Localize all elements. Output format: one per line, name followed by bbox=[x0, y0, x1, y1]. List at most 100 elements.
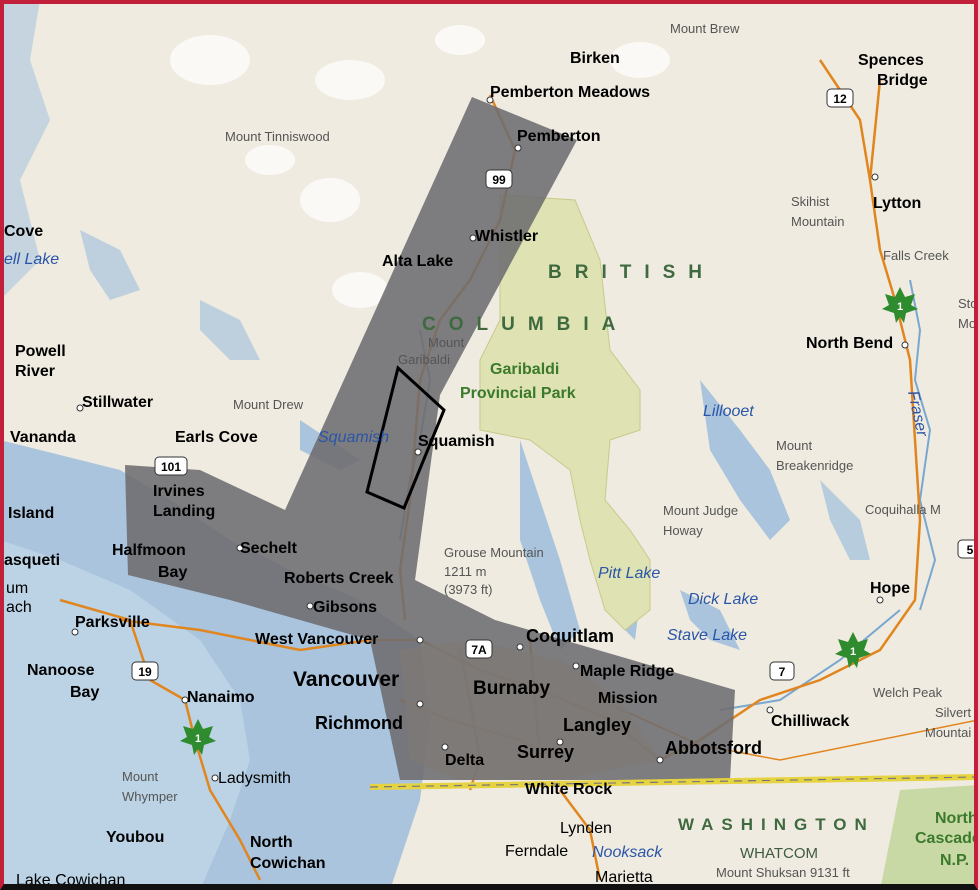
city-label: Ladysmith bbox=[218, 770, 291, 787]
feature-labels: Mount Brew Mount Tinniswood Skihist Moun… bbox=[122, 21, 978, 880]
city-label: Cove bbox=[4, 223, 43, 240]
city-label: River bbox=[15, 363, 55, 380]
north-cascades-park-area bbox=[880, 785, 978, 890]
city-labels: Birken Pemberton Meadows Pemberton Spenc… bbox=[4, 50, 928, 889]
city-label: Burnaby bbox=[473, 678, 551, 699]
city-label: Powell bbox=[15, 343, 66, 360]
feature-label: Sto bbox=[958, 296, 978, 311]
city-label: Pemberton Meadows bbox=[490, 84, 650, 101]
feature-label: Whymper bbox=[122, 789, 178, 804]
feature-label: Mount bbox=[122, 769, 159, 784]
feature-label: 1211 m bbox=[444, 564, 486, 579]
park-label-provincial-park: Provincial Park bbox=[460, 385, 576, 402]
feature-label: Welch Peak bbox=[873, 685, 943, 700]
city-label: Surrey bbox=[517, 742, 574, 762]
svg-text:1: 1 bbox=[897, 301, 903, 313]
highway-shields: 99 12 101 7A 7 19 5 bbox=[131, 88, 978, 681]
city-label: Island bbox=[8, 505, 54, 522]
city-label: Delta bbox=[445, 752, 484, 769]
svg-text:5: 5 bbox=[967, 543, 974, 557]
city-label: Nanoose bbox=[27, 662, 95, 679]
city-label: Earls Cove bbox=[175, 429, 258, 446]
city-label: White Rock bbox=[525, 781, 612, 798]
city-label: Hope bbox=[870, 580, 910, 597]
city-label: Gibsons bbox=[313, 599, 377, 616]
city-label: Squamish bbox=[418, 433, 494, 450]
city-label: Cowichan bbox=[250, 855, 326, 872]
city-label: West Vancouver bbox=[255, 631, 378, 648]
highway-19-shield: 19 bbox=[131, 661, 159, 681]
city-label: Pemberton bbox=[517, 128, 601, 145]
feature-label: Silvert bbox=[935, 705, 972, 720]
svg-text:1: 1 bbox=[195, 733, 201, 745]
water-label: Squamish bbox=[318, 429, 389, 446]
city-label: Langley bbox=[563, 715, 631, 735]
coverage-area bbox=[125, 97, 735, 780]
city-label: Marietta bbox=[595, 869, 653, 886]
feature-label: Mount Judge bbox=[663, 503, 738, 518]
city-label: Landing bbox=[153, 503, 215, 520]
feature-label: Garibaldi bbox=[398, 352, 450, 367]
svg-text:7: 7 bbox=[779, 665, 786, 679]
city-label: Bay bbox=[70, 684, 99, 701]
city-label: North Bend bbox=[806, 335, 893, 352]
park-label-north: North bbox=[935, 810, 978, 827]
city-label: Spences bbox=[858, 52, 924, 69]
highway-12-shield: 12 bbox=[826, 88, 854, 108]
garibaldi-park-area bbox=[479, 194, 651, 631]
highway-7a-shield: 7A bbox=[465, 639, 493, 659]
city-label: Birken bbox=[570, 50, 620, 67]
water-label: Nooksack bbox=[592, 844, 663, 861]
svg-text:7A: 7A bbox=[471, 643, 487, 657]
feature-label: Howay bbox=[663, 523, 703, 538]
city-label: Parksville bbox=[75, 614, 150, 631]
svg-text:12: 12 bbox=[833, 92, 847, 106]
park-label-garibaldi: Garibaldi bbox=[490, 361, 559, 378]
svg-text:1: 1 bbox=[850, 646, 856, 658]
highway-7-shield: 7 bbox=[769, 661, 795, 681]
city-label: Abbotsford bbox=[665, 738, 762, 758]
feature-label: Mount Shuksan 9131 ft bbox=[716, 865, 850, 880]
region-label-whatcom: WHATCOM bbox=[740, 845, 818, 862]
city-label: Nanaimo bbox=[187, 689, 255, 706]
feature-label: Mount Tinniswood bbox=[225, 129, 330, 144]
feature-label: Mount Drew bbox=[233, 397, 304, 412]
park-label-cascades: Cascades bbox=[915, 830, 978, 847]
city-label: ach bbox=[6, 599, 32, 616]
water-label: ell Lake bbox=[4, 251, 59, 268]
selected-zone-outline[interactable] bbox=[365, 365, 446, 510]
city-label: Sechelt bbox=[240, 540, 298, 557]
city-label: Lytton bbox=[873, 195, 921, 212]
city-label-vancouver: Vancouver bbox=[293, 668, 399, 691]
feature-label: Grouse Mountain bbox=[444, 545, 544, 560]
city-label: Youbou bbox=[106, 829, 164, 846]
highway-99-shield: 99 bbox=[485, 169, 513, 189]
maple-leaf-icon: 1 bbox=[835, 632, 871, 668]
feature-label: Mount bbox=[776, 438, 813, 453]
city-label: Whistler bbox=[475, 228, 538, 245]
city-label: Chilliwack bbox=[771, 713, 849, 730]
city-label: North bbox=[250, 834, 293, 851]
trans-canada-shields: 1 1 1 bbox=[180, 287, 918, 755]
svg-text:99: 99 bbox=[492, 173, 506, 187]
region-label-columbia: COLUMBIA bbox=[422, 314, 628, 335]
city-label: Alta Lake bbox=[382, 253, 453, 270]
feature-label: Mountai bbox=[925, 725, 971, 740]
feature-label: Falls Creek bbox=[883, 248, 949, 263]
maple-leaf-icon: 1 bbox=[180, 719, 216, 755]
region-label-british: BRITISH bbox=[548, 262, 715, 283]
feature-label: Coquihalla M bbox=[865, 502, 941, 517]
city-label: Lake Cowichan bbox=[16, 872, 125, 889]
city-label: um bbox=[6, 580, 28, 597]
city-label: Ferndale bbox=[505, 843, 568, 860]
feature-label: Mount bbox=[428, 335, 465, 350]
highway-101-shield: 101 bbox=[154, 456, 188, 476]
terrain-texture bbox=[170, 25, 670, 308]
city-label: Stillwater bbox=[82, 394, 153, 411]
city-label: Bay bbox=[158, 564, 187, 581]
highway-5-shield: 5 bbox=[957, 539, 978, 559]
city-label: Coquitlam bbox=[526, 626, 614, 646]
city-label: asqueti bbox=[4, 552, 60, 569]
feature-label: Skihist bbox=[791, 194, 830, 209]
